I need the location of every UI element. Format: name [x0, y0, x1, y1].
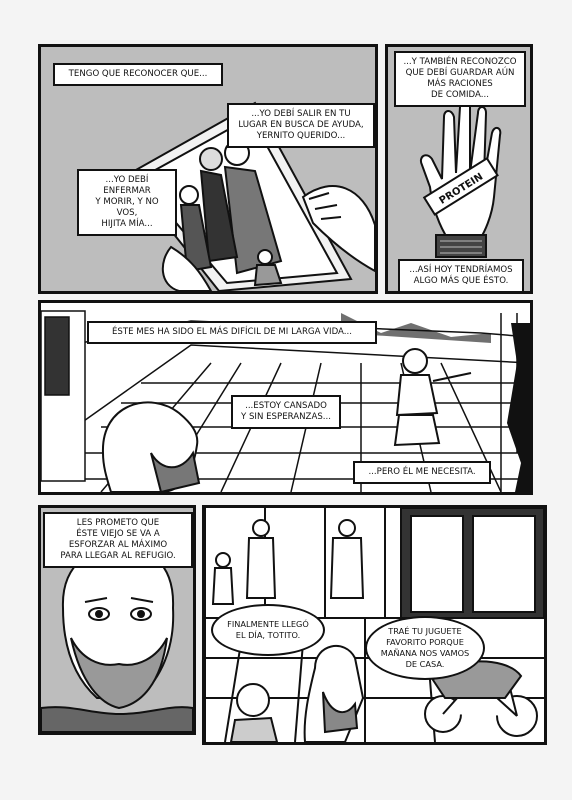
narration-caption: ...YO DEBÍ ENFERMAR Y MORIR, Y NO VOS, H… [77, 169, 177, 236]
narration-caption: ...Y TAMBIÉN RECONOZCO QUE DEBÍ GUARDAR … [394, 51, 526, 107]
narration-caption: ...YO DEBÍ SALIR EN TU LUGAR EN BUSCA DE… [227, 103, 375, 148]
speech-bubble: FINALMENTE LLEGÓ EL DÍA, TOTITO. [211, 604, 325, 656]
panel-1: TENGO QUE RECONOCER QUE... ...YO DEBÍ SA… [38, 44, 378, 294]
narration-caption: ...PERO ÉL ME NECESITA. [353, 461, 491, 484]
speech-bubble: TRAÉ TU JUGUETE FAVORITO PORQUE MAÑANA N… [365, 616, 485, 680]
narration-caption: TENGO QUE RECONOCER QUE... [53, 63, 223, 86]
narration-caption: ...ASÍ HOY TENDRÍAMOS ALGO MÁS QUE ÉSTO. [398, 259, 524, 291]
narration-caption: ...ESTOY CANSADO Y SIN ESPERANZAS... [231, 395, 341, 429]
narration-caption: LES PROMETO QUE ÉSTE VIEJO SE VA A ESFOR… [43, 512, 193, 568]
old-man-portrait-illustration [41, 544, 193, 732]
panel-3: ÉSTE MES HA SIDO EL MÁS DIFÍCIL DE MI LA… [38, 300, 533, 495]
panel-5: FINALMENTE LLEGÓ EL DÍA, TOTITO. TRAÉ TU… [202, 505, 547, 745]
panel-2: PROTEIN ...Y TAMBIÉN RECONOZCO QUE DEBÍ … [385, 44, 533, 294]
raised-hand-protein-bar-illustration: PROTEIN [420, 100, 502, 258]
narration-caption: ÉSTE MES HA SIDO EL MÁS DIFÍCIL DE MI LA… [87, 321, 377, 344]
photo-held-in-hand-illustration [125, 101, 375, 291]
panel-4: LES PROMETO QUE ÉSTE VIEJO SE VA A ESFOR… [38, 505, 196, 735]
